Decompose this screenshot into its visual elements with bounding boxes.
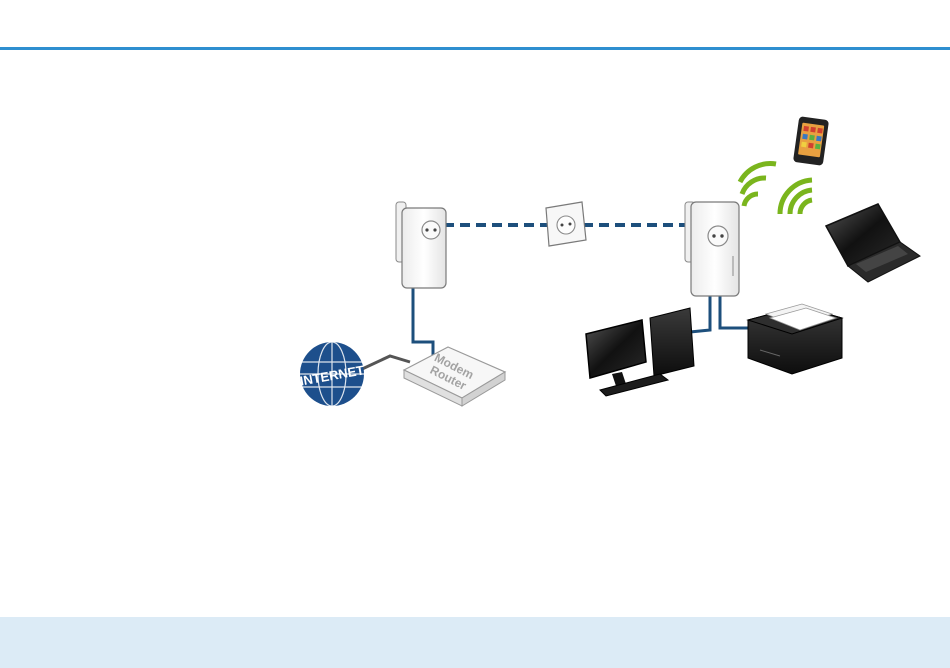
footer-bar [0, 617, 950, 668]
wall-socket [546, 202, 586, 246]
internet-globe-icon: INTERNET [299, 342, 366, 406]
modem-router: Modem Router [404, 347, 505, 406]
laptop [826, 204, 920, 282]
desktop-pc [586, 308, 694, 396]
printer [748, 304, 842, 374]
smartphone [793, 116, 829, 166]
powerline-adapter-left [396, 202, 446, 288]
powerline-network-diagram: INTERNET Modem Router [0, 0, 950, 617]
powerline-adapter-wifi-right [685, 202, 739, 296]
wifi-signal-icon [740, 164, 812, 214]
